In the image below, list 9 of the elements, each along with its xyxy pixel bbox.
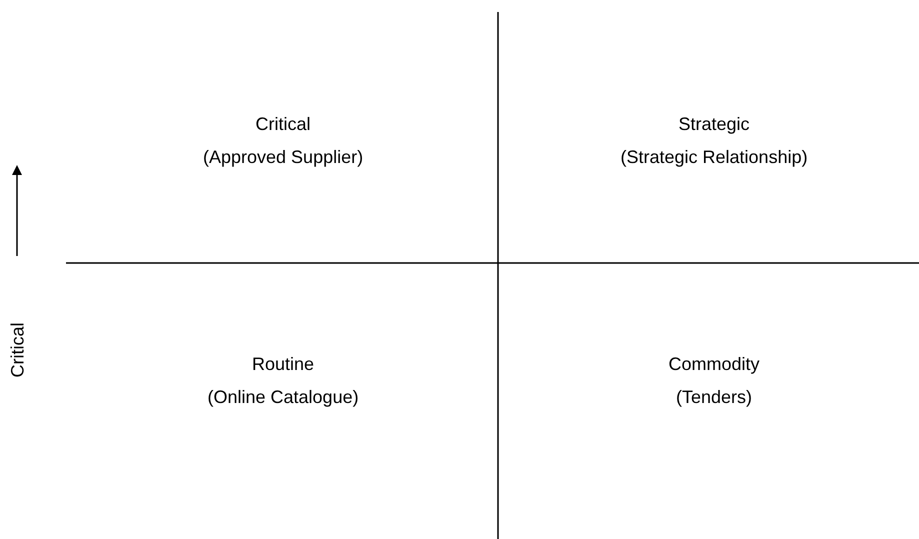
quadrant-subtitle: (Approved Supplier) bbox=[203, 146, 364, 168]
quadrant-subtitle: (Online Catalogue) bbox=[208, 386, 359, 408]
quadrant-title: Routine bbox=[252, 353, 314, 375]
quadrant-subtitle: (Strategic Relationship) bbox=[620, 146, 808, 168]
quadrant-title: Strategic bbox=[678, 113, 750, 135]
quadrant-title: Commodity bbox=[668, 353, 760, 375]
quadrant-title: Critical bbox=[256, 113, 311, 135]
axis-label: Critical bbox=[6, 322, 28, 378]
quadrant-subtitle: (Tenders) bbox=[676, 386, 752, 408]
